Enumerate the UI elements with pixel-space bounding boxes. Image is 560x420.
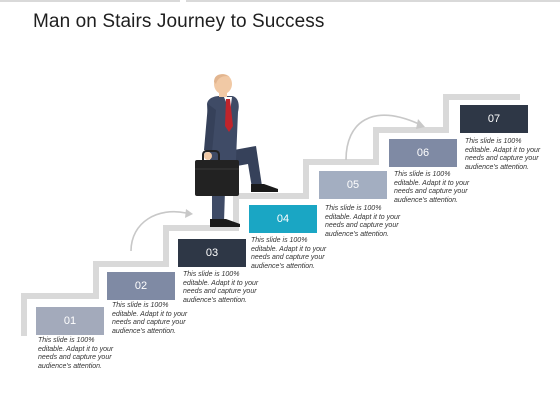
step-box-07: 07 [460,105,528,133]
curved-arrow-icon-1 [130,209,193,252]
step-box-04-fill [249,205,317,233]
briefcase-icon [195,150,239,196]
step-number-06: 06 [417,147,429,159]
step-description-01: This slide is 100% editable. Adapt it to… [38,337,114,370]
step-box-07-fill [460,105,528,133]
step-box-06: 06 [389,139,457,167]
top-divider [0,0,560,6]
step-box-01: 01 [36,307,104,335]
step-box-03: 03 [178,239,246,267]
step-description-03: This slide is 100% editable. Adapt it to… [183,271,259,304]
step-number-05: 05 [347,179,359,191]
top-divider-left [0,0,180,2]
step-box-01-fill [36,307,104,335]
step-box-06-fill [389,139,457,167]
curved-arrow-icon-2 [345,114,425,161]
step-box-05: 05 [319,171,387,199]
page-title: Man on Stairs Journey to Success [33,11,325,32]
step-number-02: 02 [135,280,147,292]
step-number-04: 04 [277,213,289,225]
step-description-06: This slide is 100% editable. Adapt it to… [394,171,470,204]
step-number-01: 01 [64,315,76,327]
step-description-04: This slide is 100% editable. Adapt it to… [251,237,327,270]
top-divider-right [186,0,560,2]
step-box-02-fill [107,272,175,300]
step-box-03-fill [178,239,246,267]
step-number-07: 07 [488,113,500,125]
step-box-02: 02 [107,272,175,300]
step-box-05-fill [319,171,387,199]
step-description-05: This slide is 100% editable. Adapt it to… [325,205,401,238]
step-description-02: This slide is 100% editable. Adapt it to… [112,302,188,335]
step-number-03: 03 [206,247,218,259]
step-description-07: This slide is 100% editable. Adapt it to… [465,138,541,171]
step-box-04: 04 [249,205,317,233]
